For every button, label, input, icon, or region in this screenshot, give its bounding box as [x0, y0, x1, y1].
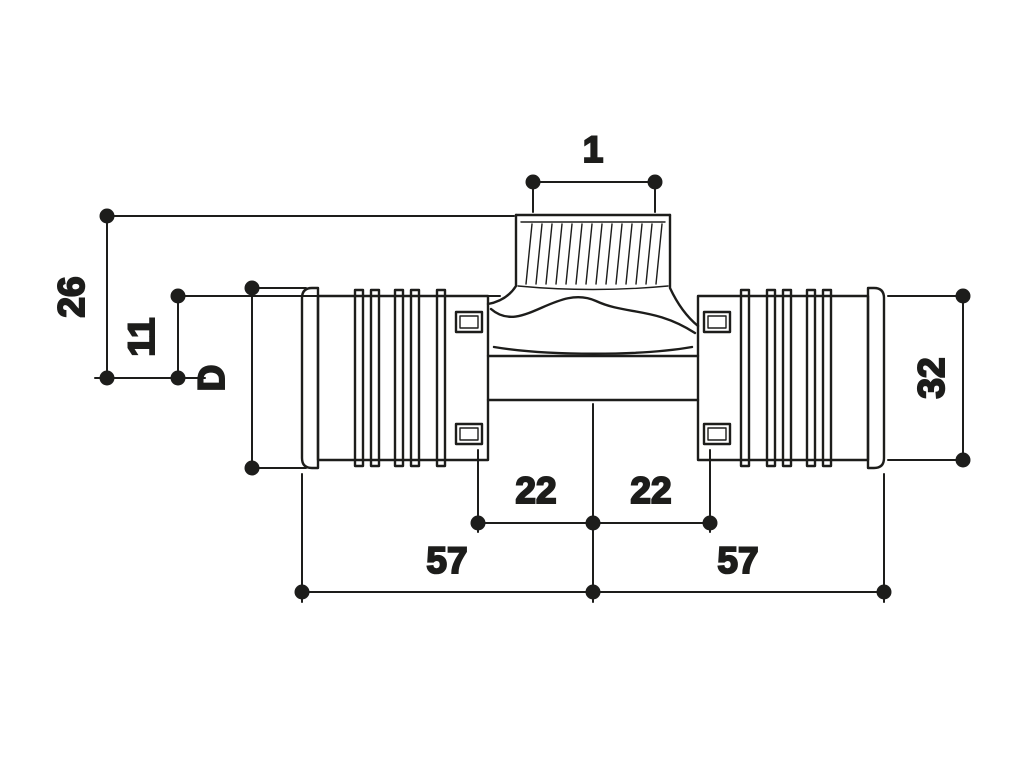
- sleeve-rib: [353, 288, 365, 468]
- tee-fitting-outline: [300, 213, 886, 470]
- sleeve-rib: [765, 288, 777, 468]
- dimension-dot: [244, 280, 260, 296]
- dimensions: 1 26 11 D: [50, 128, 971, 603]
- dim-label-offset-height: 11: [121, 317, 162, 356]
- body-contour-lower: [492, 345, 694, 355]
- dimension-dot: [585, 515, 601, 531]
- sleeve-window-inner: [707, 427, 727, 441]
- sleeve-rib: [369, 288, 381, 468]
- dimension-dot: [244, 460, 260, 476]
- sleeve-rib: [393, 288, 405, 468]
- dimension-dot: [585, 584, 601, 600]
- dim-label-branch-height: 26: [51, 276, 92, 317]
- dim-pipe-diameter: D: [190, 280, 307, 476]
- right-press-sleeve: [696, 286, 886, 470]
- dim-label-center-right: 22: [630, 470, 671, 511]
- dim-outer-diameter: 32: [887, 288, 971, 468]
- dimension-dot: [99, 208, 115, 224]
- sleeve-window: [702, 422, 732, 446]
- dimension-dot: [170, 288, 186, 304]
- left-sleeve-end-flare: [300, 286, 320, 470]
- dim-label-branch-thread-size: 1: [583, 129, 604, 170]
- body-contour-upper: [489, 295, 697, 335]
- right-sleeve-end-flare: [866, 286, 886, 470]
- dim-label-half-length-left: 57: [426, 540, 467, 581]
- thread-hatching: [525, 223, 663, 285]
- dim-label-center-left: 22: [515, 470, 556, 511]
- center-body-tube: [486, 354, 700, 402]
- dimension-dot: [955, 452, 971, 468]
- dim-half-lengths: 57 57: [294, 473, 892, 603]
- sleeve-window: [454, 422, 484, 446]
- dimension-dot: [525, 174, 541, 190]
- threaded-branch: [486, 213, 700, 355]
- dimension-dot: [294, 584, 310, 600]
- dimension-dot: [470, 515, 486, 531]
- dimension-dot: [955, 288, 971, 304]
- sleeve-rib: [805, 288, 817, 468]
- sleeve-rib: [739, 288, 751, 468]
- branch-left-edge: [486, 213, 518, 306]
- sleeve-window-inner: [459, 427, 479, 441]
- sleeve-rib: [821, 288, 833, 468]
- left-press-sleeve: [300, 286, 490, 470]
- dim-label-half-length-right: 57: [717, 540, 758, 581]
- dim-offset-height: 11: [120, 288, 501, 386]
- sleeve-window: [454, 310, 484, 334]
- sleeve-window: [702, 310, 732, 334]
- sleeve-rib: [409, 288, 421, 468]
- right-sleeve-body: [696, 294, 870, 462]
- dim-branch-height: 26: [50, 208, 515, 386]
- dim-label-pipe-diameter: D: [191, 365, 232, 392]
- sleeve-rib: [781, 288, 793, 468]
- dimension-dot: [876, 584, 892, 600]
- sleeve-window-inner: [459, 315, 479, 329]
- dim-label-outer-diameter: 32: [911, 357, 952, 398]
- branch-right-edge: [668, 213, 700, 328]
- dim-branch-thread-size: 1: [525, 128, 663, 213]
- dim-center-offsets: 22 22: [470, 403, 718, 603]
- dimension-dot: [702, 515, 718, 531]
- dimension-dot: [647, 174, 663, 190]
- thread-bottom-line: [517, 285, 669, 291]
- sleeve-window-inner: [707, 315, 727, 329]
- sleeve-rib: [435, 288, 447, 468]
